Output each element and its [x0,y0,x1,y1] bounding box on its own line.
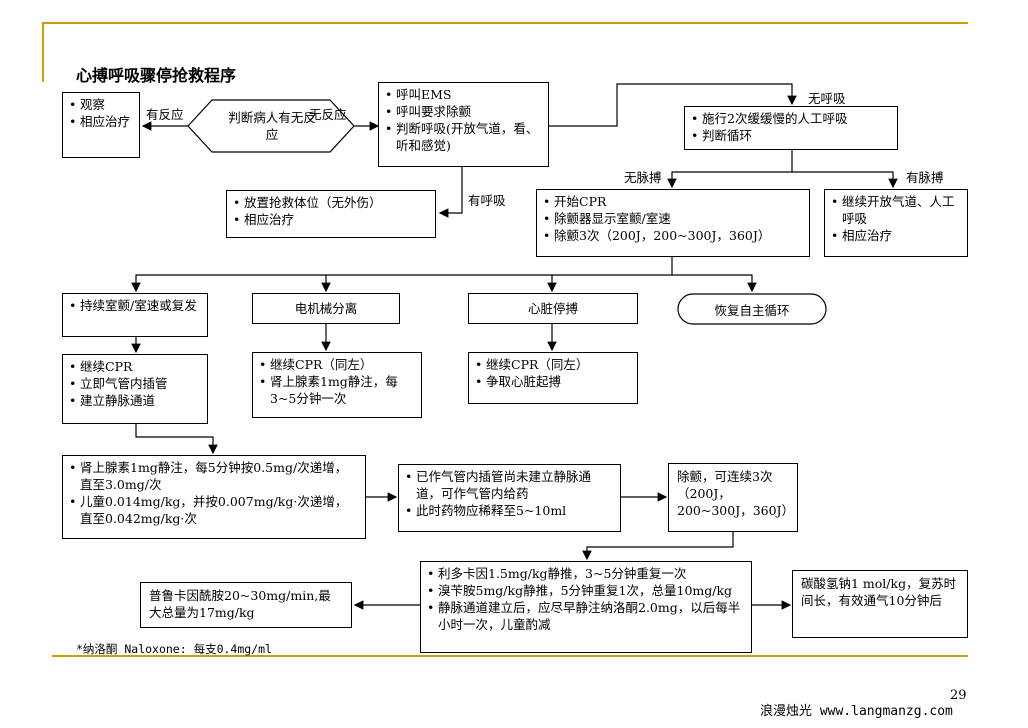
top-rule [42,22,968,24]
antiarrhythmic-box: 利多卡因1.5mg/kg静推，3~5分钟重复一次 溴苄胺5mg/kg静推，5分钟… [420,561,752,653]
anti-item: 溴苄胺5mg/kg静推，5分钟重复1次，总量10mg/kg [427,582,745,599]
observe-item: 相应治疗 [69,113,133,130]
page-number: 29 [950,688,967,703]
bottom-rule [52,655,968,657]
vf-action-item: 建立静脉通道 [69,392,201,409]
defib-box: 除颤，可连续3次（200J，200~300J，360J） [668,463,798,532]
label-has-response: 有反应 [146,107,184,122]
left-rule [42,22,44,82]
judge-shape [187,99,355,153]
page-title: 心搏呼吸骤停抢救程序 [76,66,237,85]
observe-item: 观察 [69,96,133,113]
ems-item: 呼叫要求除颤 [385,103,542,120]
label-no-pulse: 无脉搏 [624,170,662,185]
airway-item: 继续开放气道、人工呼吸 [831,193,961,227]
label-no-response: 无反应 [309,107,347,122]
recovery-item: 放置抢救体位（无外伤） [233,194,429,211]
continue-airway-box: 继续开放气道、人工呼吸 相应治疗 [824,189,968,257]
bicarbonate-box: 碳酸氢钠1 mol/kg，复苏时间长，有效通气10分钟后 [792,570,968,638]
anti-item: 静脉通道建立后，应尽早静注纳洛酮2.0mg，以后每半小时一次，儿童酌减 [427,599,745,633]
recovery-item: 相应治疗 [233,211,429,228]
et-item: 此时药物应稀释至5~10ml [405,502,614,519]
judge-node: 判断病人有无反应 [228,110,316,142]
anti-item: 利多卡因1.5mg/kg静推，3~5分钟重复一次 [427,565,745,582]
recovery-position-box: 放置抢救体位（无外伤） 相应治疗 [226,190,436,238]
persistent-vf-label: 持续室颤/室速或复发 [69,297,201,314]
procainamide-box: 普鲁卡因酰胺20~30mg/min,最大总量为17mg/kg [140,582,352,628]
airway-item: 相应治疗 [831,227,961,244]
et-route-box: 已作气管内插管尚未建立静脉通道，可作气管内给药 此时药物应稀释至5~10ml [398,464,621,532]
asystole-box: 心脏停搏 [468,293,638,324]
emd-action-item: 肾上腺素1mg静注，每3~5分钟一次 [259,373,415,407]
observe-box: 观察 相应治疗 [62,92,140,158]
ems-item: 呼叫EMS [385,86,542,103]
epi-item: 儿童0.014mg/kg，并按0.007mg/kg·次递增，直至0.042mg/… [69,493,359,527]
watermark: 浪漫烛光 www.langmanzg.com [760,704,953,719]
label-has-breathing: 有呼吸 [468,193,506,208]
rescue-item: 判断循环 [691,127,891,144]
epinephrine-box: 肾上腺素1mg静注，每5分钟按0.5mg/次递增，直至3.0mg/次 儿童0.0… [62,455,366,539]
rescue-item: 施行2次缓缓慢的人工呼吸 [691,110,891,127]
footnote: *纳洛酮 Naloxone: 每支0.4mg/ml [76,642,272,656]
start-cpr-box: 开始CPR 除颤器显示室颤/室速 除颤3次（200J，200~300J，360J… [536,189,810,257]
rescue-breath-box: 施行2次缓缓慢的人工呼吸 判断循环 [684,106,898,150]
cpr-item: 除颤器显示室颤/室速 [543,210,803,227]
asystole-actions-box: 继续CPR（同左） 争取心脏起搏 [468,352,638,404]
asys-action-item: 争取心脏起搏 [475,373,631,390]
vf-actions-box: 继续CPR 立即气管内插管 建立静脉通道 [62,354,208,424]
rosc-node: 恢复自主循环 [714,302,790,318]
cpr-item: 开始CPR [543,193,803,210]
emd-actions-box: 继续CPR（同左） 肾上腺素1mg静注，每3~5分钟一次 [252,352,422,418]
cpr-item: 除颤3次（200J，200~300J，360J） [543,227,803,244]
epi-item: 肾上腺素1mg静注，每5分钟按0.5mg/次递增，直至3.0mg/次 [69,459,359,493]
ems-box: 呼叫EMS 呼叫要求除颤 判断呼吸(开放气道，看、听和感觉) [378,82,549,167]
et-item: 已作气管内插管尚未建立静脉通道，可作气管内给药 [405,468,614,502]
persistent-vf-box: 持续室颤/室速或复发 [62,293,208,337]
emd-action-item: 继续CPR（同左） [259,356,415,373]
emd-box: 电机械分离 [252,293,400,324]
asys-action-item: 继续CPR（同左） [475,356,631,373]
ems-item: 判断呼吸(开放气道，看、听和感觉) [385,120,542,154]
rosc-shape [677,293,827,325]
vf-action-item: 立即气管内插管 [69,375,201,392]
label-has-pulse: 有脉搏 [906,170,944,185]
vf-action-item: 继续CPR [69,358,201,375]
label-no-breathing: 无呼吸 [808,91,846,106]
